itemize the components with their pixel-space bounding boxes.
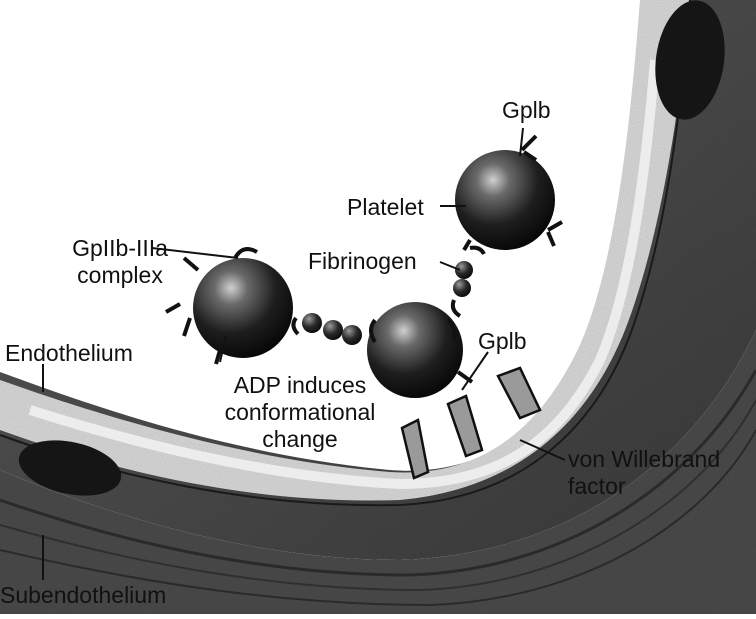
- leader-gpib-top: [520, 128, 523, 156]
- platelet-top: [455, 136, 562, 250]
- fibrinogen-chain-lower: [293, 313, 376, 345]
- platelet-left: [166, 249, 293, 364]
- fibrinogen-bead: [453, 279, 471, 297]
- label-gpib-top: Gplb: [502, 97, 551, 124]
- leader-gpib-bottom: [462, 352, 488, 390]
- label-adp: ADP induces conformational change: [200, 372, 400, 453]
- label-platelet: Platelet: [347, 194, 424, 221]
- vwf-peg: [448, 396, 482, 456]
- vwf-peg: [402, 420, 428, 478]
- label-vwf-line1: von Willebrand: [568, 446, 720, 473]
- vwf-peg: [498, 368, 540, 418]
- label-subendothelium: Subendothelium: [0, 582, 166, 609]
- label-adp-line2: conformational: [200, 399, 400, 426]
- label-vwf: von Willebrand factor: [568, 446, 720, 500]
- fibrinogen-bead: [323, 320, 343, 340]
- label-gpiib-line1: GpIIb-IIIa: [55, 235, 185, 262]
- fibrinogen-chain-upper: [453, 248, 484, 316]
- fibrinogen-bead: [302, 313, 322, 333]
- label-fibrinogen: Fibrinogen: [308, 248, 417, 275]
- label-adp-line1: ADP induces: [200, 372, 400, 399]
- label-gpib-bottom: Gplb: [478, 328, 527, 355]
- label-gpiib-complex: GpIIb-IIIa complex: [55, 235, 185, 289]
- label-adp-line3: change: [200, 426, 400, 453]
- label-endothelium: Endothelium: [5, 340, 133, 367]
- label-vwf-line2: factor: [568, 473, 720, 500]
- fibrinogen-bead: [342, 325, 362, 345]
- label-gpiib-line2: complex: [55, 262, 185, 289]
